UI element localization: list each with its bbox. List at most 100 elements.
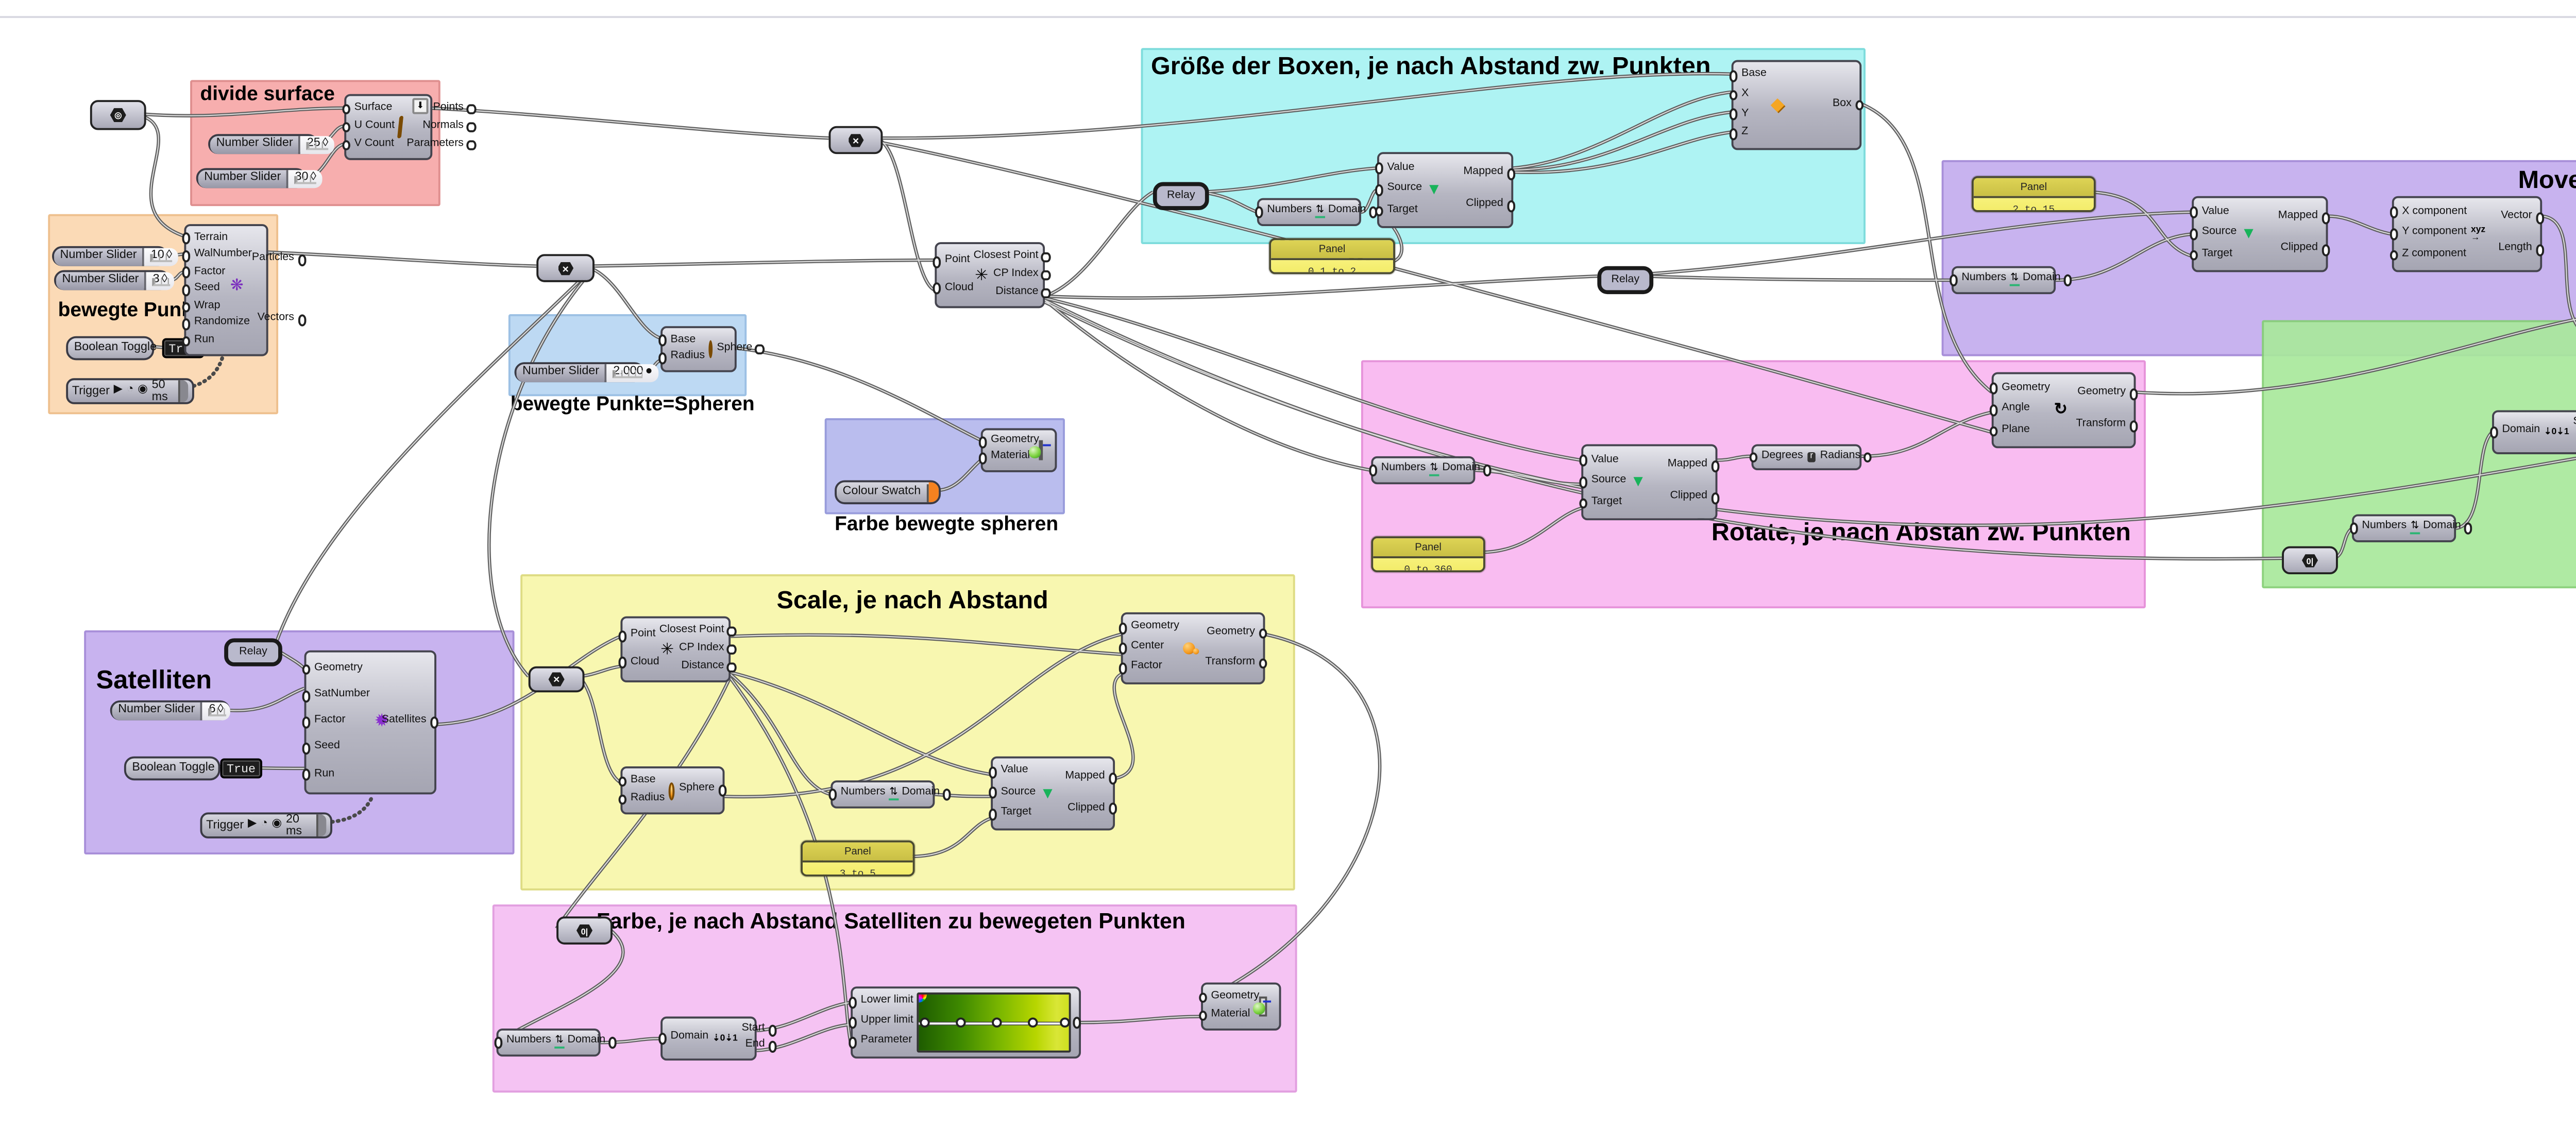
bounds-node-move[interactable]: Numbers ⇅ Domain — [1952, 266, 2061, 295]
gradient-green-bar[interactable] — [917, 992, 1071, 1053]
port-domain[interactable]: Domain — [1442, 463, 1480, 475]
port-domain[interactable]: Domain — [902, 786, 940, 799]
slider-factor[interactable]: Number Slider 3 ◊ — [54, 270, 174, 290]
port-plane[interactable]: Plane — [2002, 424, 2030, 436]
slider-wal-number[interactable]: Number Slider 10 ◊ — [52, 246, 178, 266]
port-factor[interactable]: Factor — [194, 265, 226, 278]
port-geometry[interactable]: Geometry — [1211, 990, 1260, 1002]
remap-node-rotate[interactable]: Value Source Target ▼ Mapped Clipped — [1581, 444, 1718, 521]
record-icon[interactable]: ◉ — [272, 817, 282, 830]
trigger-handle[interactable] — [316, 814, 327, 837]
port-vector[interactable]: Vector — [2501, 210, 2532, 223]
port-x[interactable]: X — [1741, 88, 1749, 100]
port-y-component[interactable]: Y component — [2402, 226, 2467, 239]
satellites-node[interactable]: Geometry SatNumber Factor Seed Run ✹ Sat… — [304, 650, 436, 795]
port-x-component[interactable]: X component — [2402, 205, 2467, 217]
port-box[interactable]: Box — [1832, 97, 1852, 110]
port-target[interactable]: Target — [2201, 248, 2233, 260]
port-target[interactable]: Target — [1387, 203, 1418, 216]
bounds-node-boxen[interactable]: Numbers ⇅ Domain — [1257, 198, 1366, 227]
number-param-node-green[interactable]: 0| — [2282, 546, 2338, 575]
clock-icon[interactable]: ◔ — [261, 817, 268, 830]
port-source[interactable]: Source — [1001, 785, 1036, 798]
port-wrap[interactable]: Wrap — [194, 299, 221, 312]
clock-icon[interactable]: ◔ — [126, 383, 134, 396]
closest-point-node-scale[interactable]: Point Cloud ✳ Closest Point CP Index Dis… — [620, 616, 731, 682]
port-numbers[interactable]: Numbers — [1961, 272, 2007, 285]
deconstruct-domain-node-green[interactable]: Domain ⇣0⇣1 Start End — [2492, 410, 2576, 454]
port-geometry-out[interactable]: Geometry — [1207, 626, 1256, 638]
rotate-node[interactable]: Geometry Angle Plane ↻ Geometry Transfor… — [1991, 372, 2136, 449]
port-base[interactable]: Base — [1741, 68, 1767, 80]
port-value[interactable]: Value — [2201, 205, 2229, 217]
port-radius[interactable]: Radius — [630, 792, 665, 804]
port-point[interactable]: Point — [944, 254, 970, 266]
slider-knob[interactable]: ● — [645, 366, 653, 379]
boolean-toggle-sat[interactable]: Boolean Toggle True — [124, 756, 262, 781]
closest-point-node[interactable]: Point Cloud ✳ Closest Point CP Index Dis… — [935, 242, 1045, 309]
port-clipped[interactable]: Clipped — [1466, 198, 1503, 211]
remap-node-boxen[interactable]: Value Source Target ▼ Mapped Clipped — [1377, 152, 1514, 228]
port-parameter[interactable]: Parameter — [860, 1035, 912, 1047]
port-transform[interactable]: Transform — [2076, 418, 2126, 431]
number-param-node-pink[interactable]: 0| — [556, 916, 613, 945]
port-end[interactable]: End — [745, 1039, 765, 1051]
port-u-count[interactable]: U Count — [354, 119, 395, 132]
port-vectors[interactable]: Vectors — [257, 313, 294, 325]
points-param-node-scale[interactable]: ✕ — [528, 666, 585, 693]
port-start[interactable]: Start — [2573, 418, 2576, 430]
port-closest-point[interactable]: Closest Point — [973, 249, 1039, 262]
port-lower-limit[interactable]: Lower limit — [860, 995, 913, 1007]
port-domain[interactable]: Domain — [1328, 204, 1366, 217]
port-sphere[interactable]: Sphere — [679, 783, 715, 795]
port-center[interactable]: Center — [1131, 641, 1164, 653]
slider-v-count[interactable]: Number Slider 30 ◊ — [196, 168, 323, 189]
port-run[interactable]: Run — [194, 334, 215, 346]
port-transform[interactable]: Transform — [1205, 656, 1256, 668]
divide-surface-node[interactable]: Surface U Count V Count Points Normals P… — [344, 94, 464, 160]
play-icon[interactable]: ▶ — [113, 383, 123, 396]
port-material[interactable]: Material — [1211, 1008, 1250, 1020]
port-clipped[interactable]: Clipped — [1670, 490, 1708, 503]
port-run[interactable]: Run — [314, 767, 335, 780]
port-geometry-out[interactable]: Geometry — [2077, 386, 2126, 399]
port-source[interactable]: Source — [1591, 474, 1626, 487]
points-param-node-mid[interactable]: ✕ — [536, 254, 595, 282]
download-arrow-icon[interactable]: ⬇ — [412, 98, 429, 114]
panel-boxen[interactable]: Panel 0.1 to 2 — [1269, 238, 1395, 275]
relay-node-boxen[interactable]: Relay — [1153, 182, 1209, 210]
port-distance[interactable]: Distance — [681, 660, 724, 672]
port-cp-index[interactable]: CP Index — [679, 642, 724, 654]
port-mapped[interactable]: Mapped — [2278, 210, 2318, 223]
port-source[interactable]: Source — [2201, 226, 2237, 239]
port-material[interactable]: Material — [991, 451, 1030, 463]
port-value[interactable]: Value — [1001, 765, 1028, 778]
port-closest-point[interactable]: Closest Point — [659, 624, 724, 636]
points-param-node-top[interactable]: ✕ — [828, 126, 883, 155]
port-degrees[interactable]: Degrees — [1761, 450, 1803, 462]
port-terrain[interactable]: Terrain — [194, 231, 228, 244]
trigger-50ms[interactable]: Trigger ▶ ◔ ◉ 50 ms — [66, 378, 194, 404]
port-seed[interactable]: Seed — [194, 282, 220, 295]
port-distance[interactable]: Distance — [995, 285, 1039, 298]
slider-radius[interactable]: Number Slider 2.000 ● — [514, 362, 659, 383]
port-upper-limit[interactable]: Upper limit — [860, 1015, 913, 1028]
port-length[interactable]: Length — [2498, 243, 2532, 255]
port-source[interactable]: Source — [1387, 182, 1422, 195]
panel-move[interactable]: Panel 2 to 15 — [1971, 176, 2096, 212]
port-factor[interactable]: Factor — [1131, 661, 1162, 673]
port-domain[interactable]: Domain — [670, 1031, 709, 1043]
gradient-node-green[interactable]: Lower limit Upper limit Parameter — [851, 986, 1081, 1059]
port-domain[interactable]: Domain — [2502, 424, 2540, 437]
port-domain[interactable]: Domain — [567, 1035, 606, 1047]
port-factor[interactable]: Factor — [314, 714, 346, 727]
port-mapped[interactable]: Mapped — [1065, 770, 1105, 783]
colour-swatch[interactable]: Colour Swatch — [835, 480, 941, 505]
port-radians[interactable]: Radians — [1820, 450, 1861, 462]
trigger-20ms[interactable]: Trigger ▶ ◔ ◉ 20 ms — [200, 812, 332, 838]
port-y[interactable]: Y — [1741, 107, 1749, 119]
gradient-grip[interactable] — [1059, 1017, 1070, 1028]
port-z-component[interactable]: Z component — [2402, 248, 2466, 260]
port-z[interactable]: Z — [1741, 127, 1749, 139]
port-geometry[interactable]: Geometry — [1131, 621, 1179, 633]
